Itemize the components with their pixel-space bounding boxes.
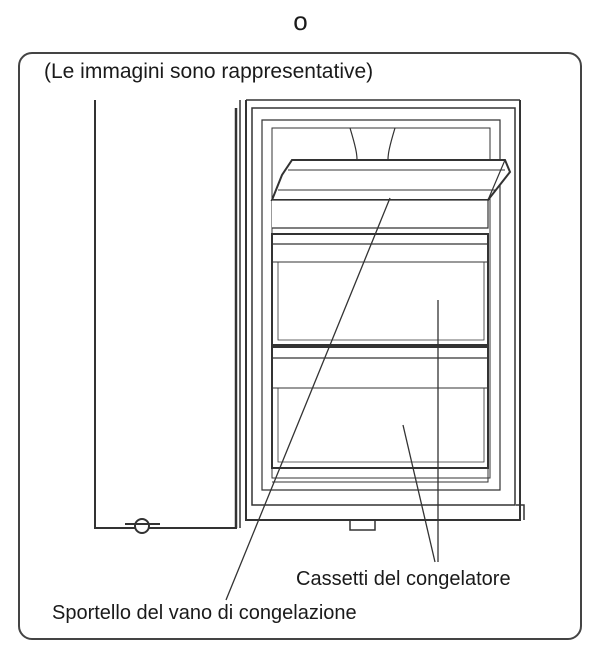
illustration-frame xyxy=(18,52,582,640)
door-leader-line xyxy=(225,197,391,601)
freezer-drawers-label: Cassetti del congelatore xyxy=(296,568,511,590)
cabinet-outer xyxy=(245,100,521,521)
option-letter: o xyxy=(293,6,308,36)
representative-images-note: (Le immagini sono rappresentative) xyxy=(44,60,374,83)
compartment-flap xyxy=(270,159,512,201)
drawer-leader-line-lower xyxy=(402,424,436,563)
freezer-door-panel xyxy=(94,100,237,529)
cabinet-liner xyxy=(261,119,501,491)
upper-drawer xyxy=(271,233,489,346)
door-caster xyxy=(134,518,150,534)
freezer-compartment-door-label: Sportello del vano di congelazione xyxy=(52,602,357,624)
